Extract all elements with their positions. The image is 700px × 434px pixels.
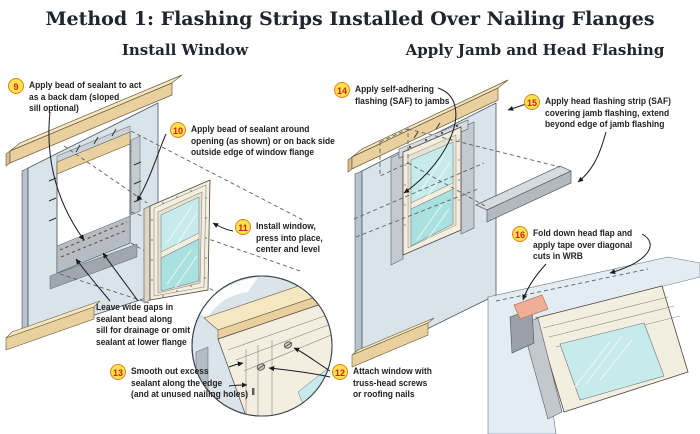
note-sill-gaps-text: Leave wide gaps in sealant bead along si… [96,302,191,347]
leader-arrows [48,87,651,388]
callout-14-badge: 14 [334,82,350,98]
nailing-flange-holes [151,190,207,297]
rough-opening-with-sill-pan [48,125,142,290]
callout-10-text: Apply bead of sealant around opening (as… [191,124,335,157]
taped-corner-inset [487,256,700,434]
callout-13-text: Smooth out excess sealant along the edge… [131,366,249,399]
callout-16-text: Fold down head flap and apply tape over … [533,228,633,261]
callout-16: 16 Fold down head flap and apply tape ov… [512,226,639,263]
page-title: Method 1: Flashing Strips Installed Over… [45,8,655,30]
section-heading-install-window: Install Window [121,41,249,59]
callout-14: 14 Apply self-adhering flashing (SAF) to… [334,82,456,107]
callout-14-text: Apply self-adhering flashing (SAF) to ja… [355,84,450,106]
callout-10-badge: 10 [170,122,186,138]
callout-11-text: Install window, press into place, center… [256,221,323,254]
callout-9-badge: 9 [8,78,24,94]
diagonal-cut-tape [513,294,549,320]
callout-13: 13 Smooth out excess sealant along the e… [110,364,256,401]
section-heading-apply-flashing: Apply Jamb and Head Flashing [405,41,665,59]
jamb-flashing-right [460,121,475,235]
callout-11: 11 Install window, press into place, cen… [235,219,327,256]
floating-window-unit [143,179,211,304]
callout-9-text: Apply bead of sealant to act as a back d… [29,80,142,113]
callout-16-badge: 16 [512,226,528,242]
head-strip-nails [408,124,459,149]
installed-window-with-jamb-flashing [390,119,475,266]
callout-12-text: Attach window with truss-head screws or … [353,366,432,399]
jamb-flashing-left [390,151,404,266]
callout-10: 10 Apply bead of sealant around opening … [170,122,344,159]
projection-lines-right [353,128,561,238]
note-sill-gaps: Leave wide gaps in sealant bead along si… [96,302,196,348]
callout-13-badge: 13 [110,364,126,380]
callout-15-badge: 15 [524,94,540,110]
callout-12-badge: 12 [332,364,348,380]
callout-12: 12 Attach window with truss-head screws … [332,364,437,401]
truss-head-screws [252,341,293,395]
flange-holes-right [404,139,460,226]
callout-11-badge: 11 [235,219,251,235]
callout-9: 9 Apply bead of sealant to act as a back… [8,78,149,115]
callout-15-text: Apply head flashing strip (SAF) covering… [545,96,671,129]
head-flashing-strip [475,165,572,223]
callout-15: 15 Apply head flashing strip (SAF) cover… [524,94,679,131]
